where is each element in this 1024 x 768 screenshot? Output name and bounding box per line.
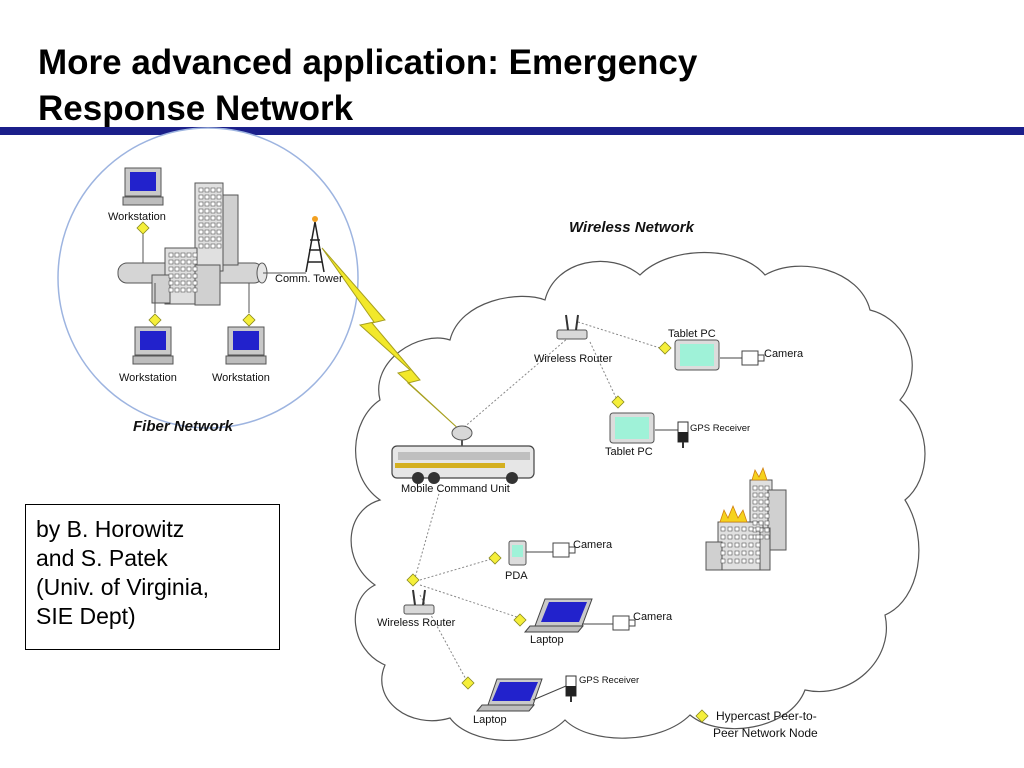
slide-title-line-2: Response Network — [38, 89, 354, 128]
tablet-pc-mid-icon — [609, 412, 655, 444]
label-laptop-bottom: Laptop — [473, 714, 507, 726]
laptop-mid-icon — [523, 598, 593, 633]
tablet-pc-top-icon — [674, 339, 720, 371]
label-wireless-router-bottom: Wireless Router — [377, 617, 456, 629]
label-mobile-command-unit: Mobile Command Unit — [401, 483, 510, 495]
label-wireless-network: Wireless Network — [569, 219, 695, 236]
label-workstation-right: Workstation — [212, 372, 270, 384]
label-camera-top: Camera — [764, 348, 804, 360]
label-tablet-pc-top: Tablet PC — [668, 328, 716, 340]
slide-title: More advanced application: Emergency Res… — [38, 40, 938, 132]
comm-tower-icon — [305, 216, 325, 273]
label-workstation-left: Workstation — [119, 372, 177, 384]
label-gps-receiver-bottom: GPS Receiver — [579, 675, 639, 686]
wireless-network-cloud — [350, 252, 926, 741]
workstation-top-icon — [122, 167, 164, 206]
label-wireless-router-top: Wireless Router — [534, 353, 613, 365]
legend-text-line-2: Peer Network Node — [713, 726, 818, 740]
workstation-left-icon — [132, 326, 174, 365]
legend-text-line-1: Hypercast Peer-to- — [716, 709, 817, 723]
laptop-bottom-icon — [475, 678, 543, 712]
mobile-command-unit-icon — [391, 425, 535, 484]
office-buildings-icon — [151, 182, 239, 306]
workstation-right-icon — [225, 326, 267, 365]
label-laptop-mid: Laptop — [530, 634, 564, 646]
label-camera-pda: Camera — [573, 539, 613, 551]
label-pda: PDA — [505, 570, 528, 582]
title-divider — [0, 127, 1024, 135]
label-fiber-network: Fiber Network — [133, 418, 234, 435]
attribution-box: by B. Horowitz and S. Patek (Univ. of Vi… — [25, 504, 280, 650]
label-workstation-top: Workstation — [108, 211, 166, 223]
burning-buildings-icon — [705, 466, 787, 571]
label-tablet-pc-mid: Tablet PC — [605, 446, 653, 458]
pda-icon — [508, 540, 527, 566]
label-comm-tower: Comm. Tower — [275, 273, 343, 285]
label-gps-receiver-top: GPS Receiver — [690, 423, 750, 434]
slide-title-line-1: More advanced application: Emergency — [38, 43, 698, 82]
label-camera-laptop: Camera — [633, 611, 673, 623]
